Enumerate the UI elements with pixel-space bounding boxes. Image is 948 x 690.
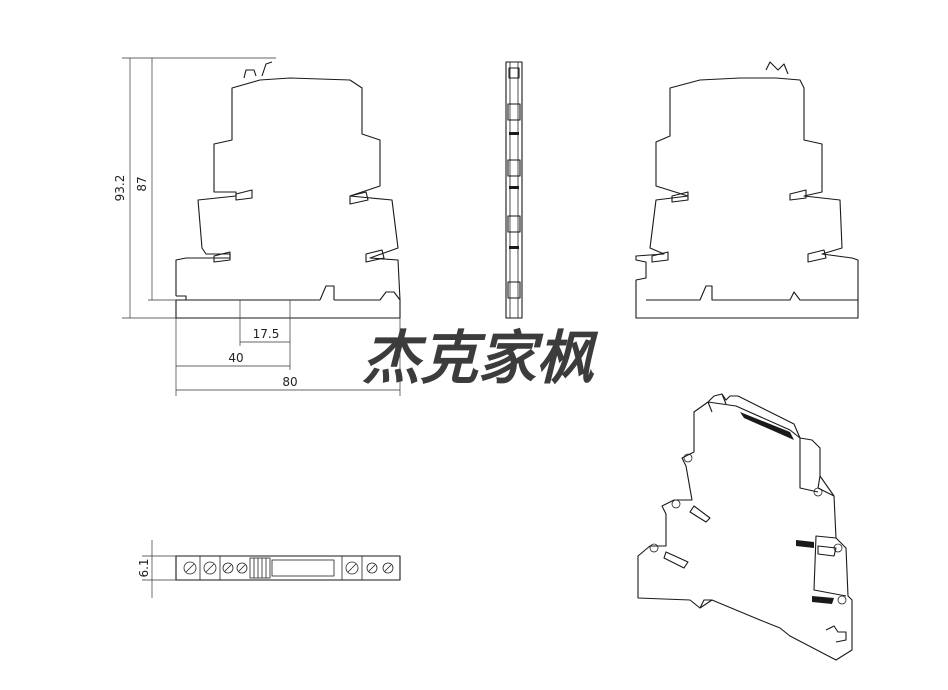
dim-40-label: 40 [228,351,243,365]
top-view [175,555,401,581]
dim-87-label: 87 [135,176,149,191]
front-view [175,61,401,319]
dim-80-label: 80 [282,375,297,389]
dim-17-5-label: 17.5 [253,327,280,341]
dim-93-2-label: 93.2 [113,175,127,202]
top-dimensions: 6.1 [137,540,176,598]
isometric-view [637,393,853,661]
front-dimensions: 93.2 87 17.5 40 80 [113,57,401,396]
watermark-text: 杰克家枫 [362,324,599,392]
dim-6-1-label: 6.1 [137,558,151,577]
rear-view [635,61,859,319]
side-view [505,61,523,319]
